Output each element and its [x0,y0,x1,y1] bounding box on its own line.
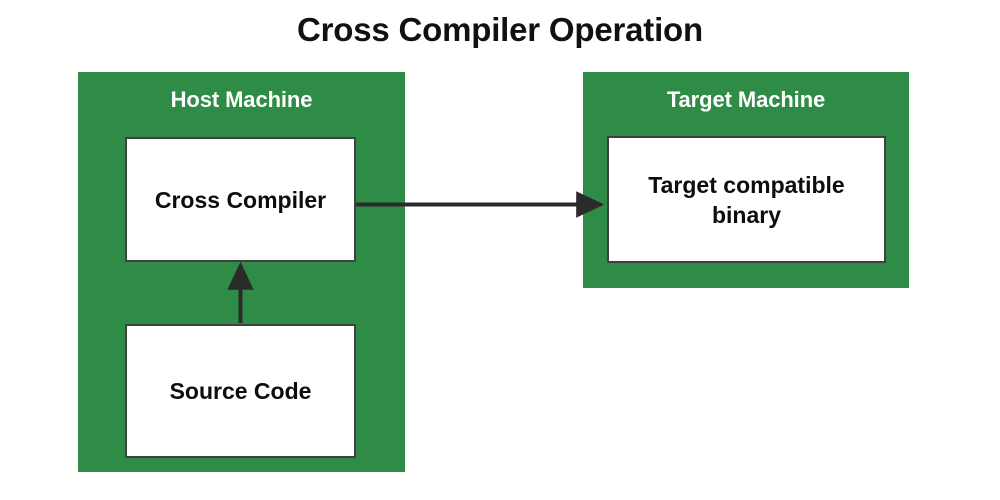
source-code-label: Source Code [169,378,312,404]
cross-compiler-label: Cross Compiler [154,186,327,213]
target-binary-label: Target compatible binary [648,171,845,228]
page-title: Cross Compiler Operation [297,11,703,48]
source-code-box: Source Code [125,324,356,458]
target-machine-label: Target Machine [666,87,826,112]
cross-compiler-box: Cross Compiler [125,137,356,262]
target-binary-box: Target compatible binary [607,136,886,263]
host-machine-label: Host Machine [170,87,313,112]
